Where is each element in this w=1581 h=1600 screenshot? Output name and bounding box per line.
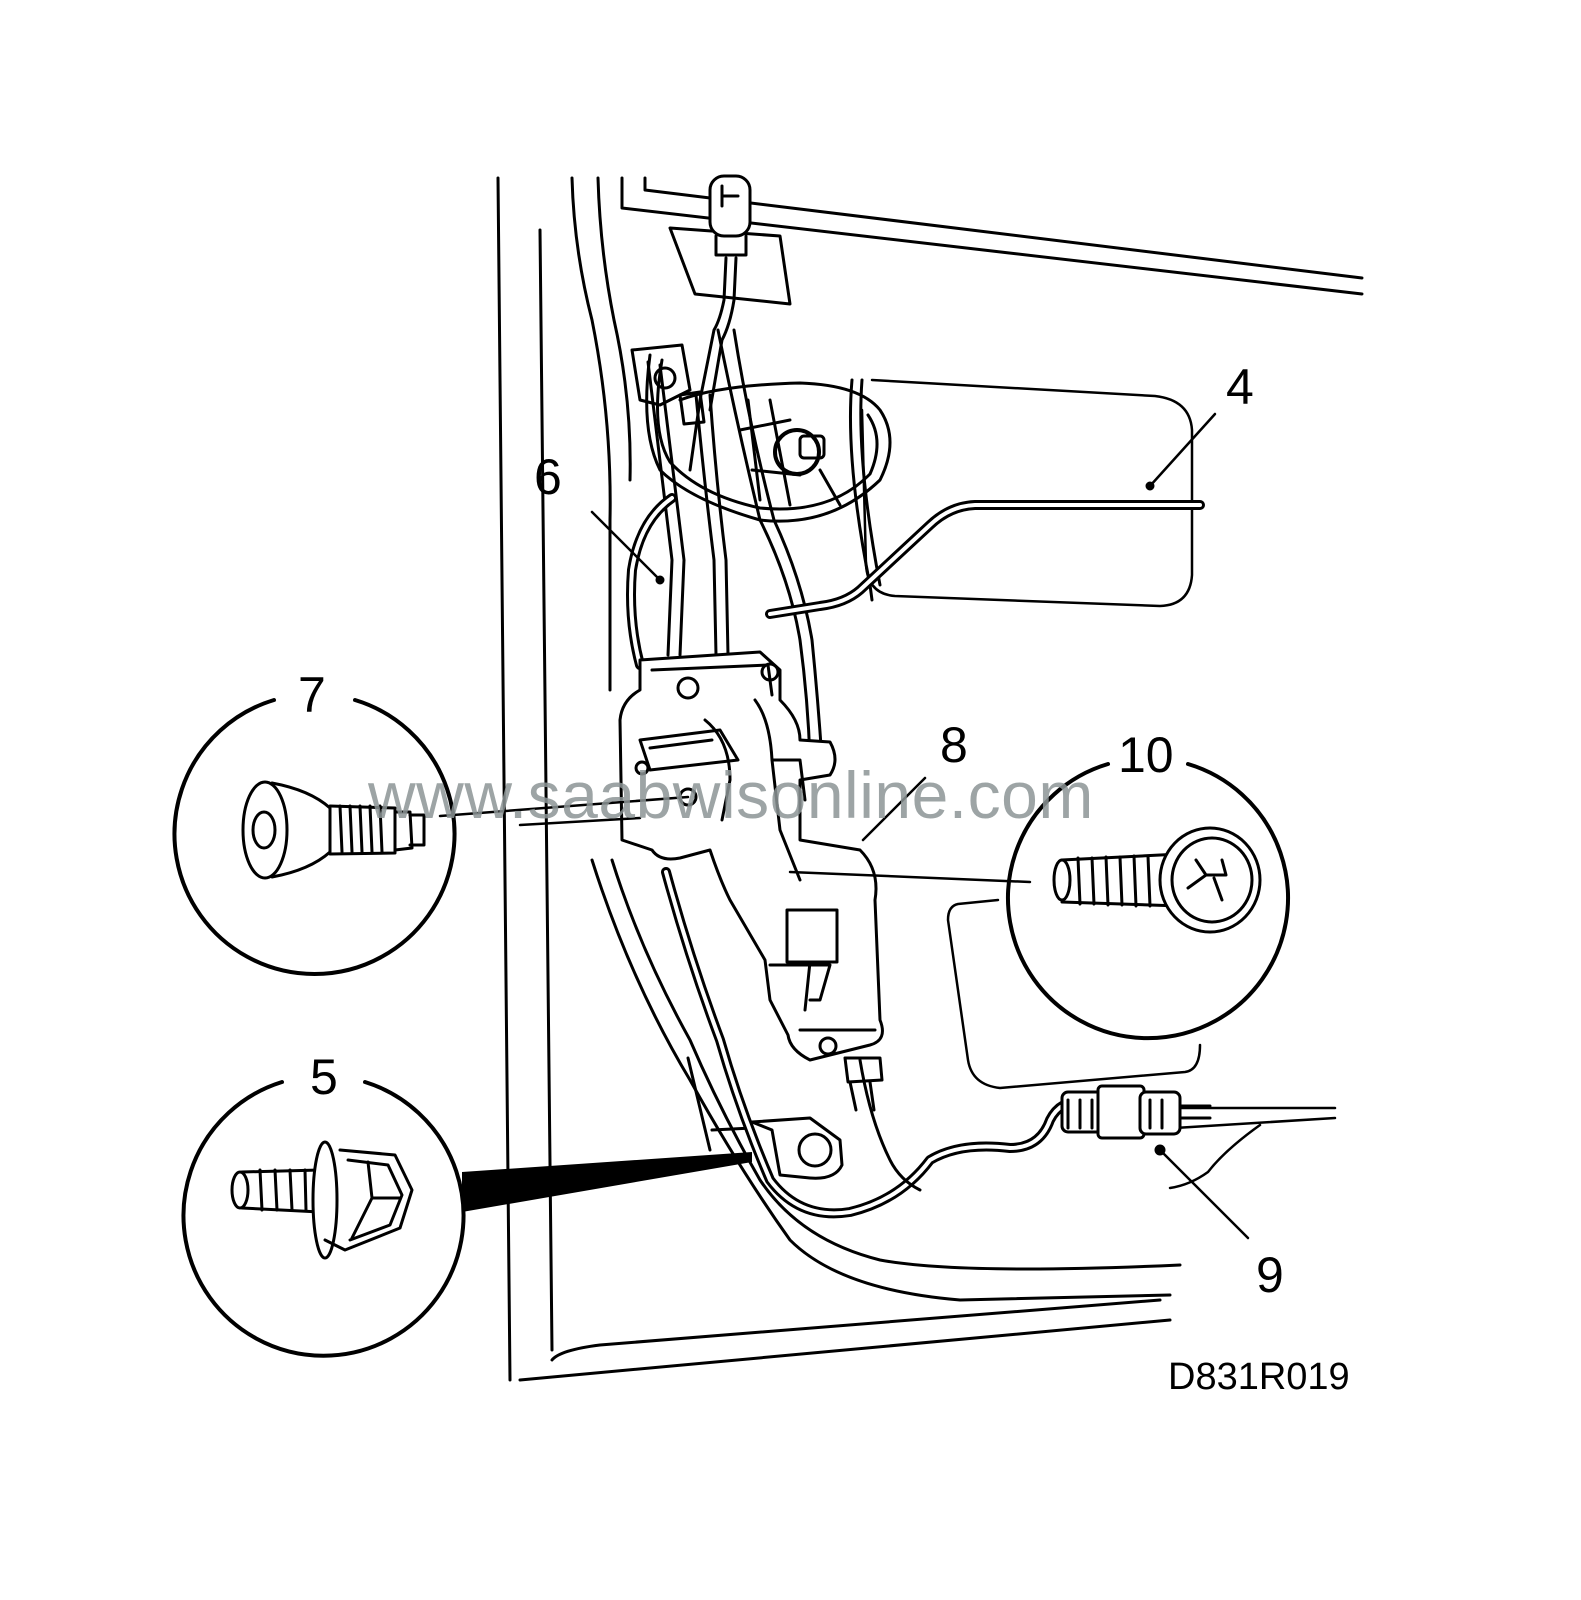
screw-5-icon <box>230 1140 414 1260</box>
wiring-harness <box>661 867 1090 1219</box>
rod-6 <box>626 493 677 670</box>
magnifier-5 <box>181 1080 466 1358</box>
callout-4: 4 <box>1226 359 1254 415</box>
lock-bracket <box>686 1056 844 1180</box>
callout-5: 5 <box>310 1049 338 1105</box>
callout-9: 9 <box>1256 1247 1284 1303</box>
lower-panel <box>946 898 1337 1190</box>
callout-7: 7 <box>298 667 326 723</box>
top-connector <box>668 174 792 472</box>
screw-7-icon <box>241 780 426 880</box>
watermark: www.saabwisonline.com <box>368 758 1094 832</box>
callout-6: 6 <box>534 449 562 505</box>
magnifier-7 <box>172 698 457 976</box>
linkage-rods <box>646 328 882 762</box>
magnifier-10 <box>1006 762 1290 1041</box>
window-cutout <box>860 378 1194 608</box>
callout-8: 8 <box>940 717 968 773</box>
leader-lines <box>438 412 1250 1240</box>
leader-wedge-5 <box>462 1152 752 1212</box>
callout-10: 10 <box>1118 727 1174 783</box>
screw-10-icon <box>1052 826 1262 934</box>
connector-9 <box>1060 1084 1212 1156</box>
figure-code: D831R019 <box>1168 1356 1350 1398</box>
rod-4 <box>765 481 1205 619</box>
lock-body <box>618 650 884 1112</box>
